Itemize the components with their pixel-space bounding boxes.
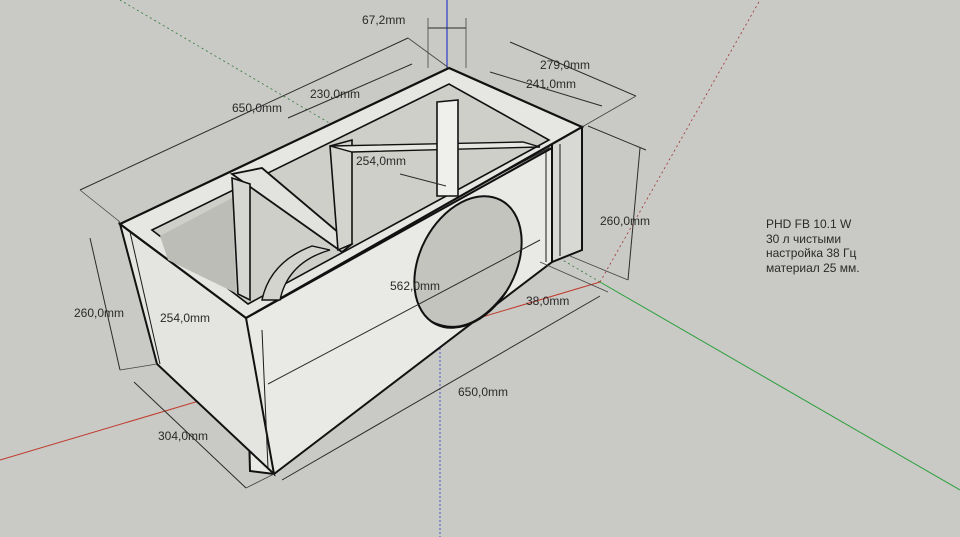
note-line-volume: 30 л чистыми	[766, 231, 842, 246]
port-curve	[261, 245, 331, 301]
dim-partition-height: 254,0mm	[356, 154, 406, 168]
dim-top-offset: 67,2mm	[362, 13, 405, 27]
green-axis	[599, 281, 960, 491]
note-line-model: PHD FB 10.1 W	[766, 217, 852, 231]
dim-overall-depth-top: 279,0mm	[540, 58, 590, 72]
dim-inner-length: 562,0mm	[390, 279, 440, 293]
dim-overall-length-top: 650,0mm	[232, 101, 282, 115]
right-end-panel	[551, 125, 583, 264]
chamber-interior	[160, 198, 250, 300]
woofer-cutout-edge	[431, 291, 507, 328]
dim-inner-height-left: 254,0mm	[160, 311, 210, 325]
dim-inner-depth-top: 241,0mm	[526, 77, 576, 91]
dim-overall-length-bottom: 650,0mm	[458, 385, 508, 399]
dim-overall-depth-bottom: 304,0mm	[158, 429, 208, 443]
divider-panel	[329, 138, 353, 252]
dimension-lines	[79, 18, 647, 489]
spec-note: PHD FB 10.1 W 30 л чистыми настройка 38 …	[766, 217, 860, 275]
note-line-tuning: настройка 38 Гц	[766, 246, 857, 260]
dim-height-left: 260,0mm	[74, 306, 124, 320]
dimension-labels: 67,2mm 279,0mm 241,0mm 650,0mm 230,0mm 2…	[74, 13, 650, 443]
enclosure[interactable]	[117, 66, 585, 477]
note-line-material: материал 25 мм.	[766, 260, 860, 275]
dim-height-right: 260,0mm	[600, 214, 650, 228]
dim-chamber-length: 230,0mm	[310, 87, 360, 101]
dim-panel-thickness: 38,0mm	[526, 294, 569, 308]
partition-face	[231, 176, 251, 302]
brace-column	[436, 99, 459, 197]
red-axis-dotted	[599, 0, 761, 283]
